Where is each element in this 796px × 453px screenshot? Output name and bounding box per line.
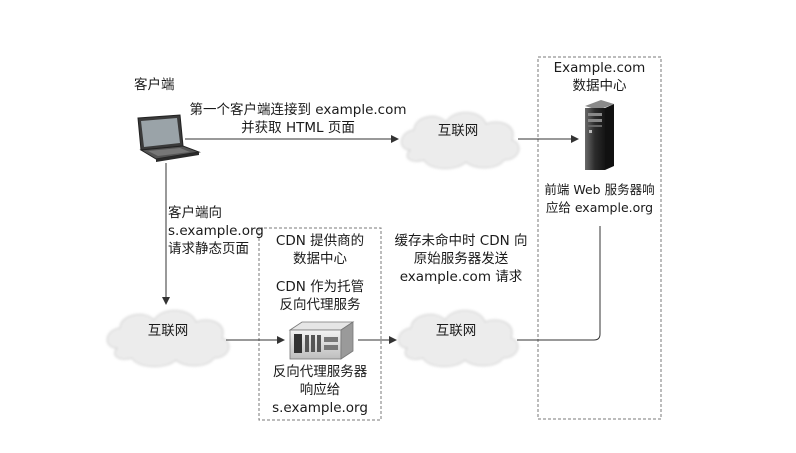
internet-middle-label: 互联网 xyxy=(435,323,477,339)
laptop-icon xyxy=(137,114,201,162)
cdn-datacenter-title-line1: CDN 提供商的 xyxy=(275,233,365,249)
client-to-cdn-line3: 请求静态页面 xyxy=(168,241,249,257)
direct-request-label: 第一个客户端连接到 example.com 并获取 HTML 页面 xyxy=(186,101,410,137)
cdn-response-label: 反向代理服务器 响应给 s.example.org xyxy=(260,363,380,417)
cloud-icon-middle xyxy=(398,310,519,367)
direct-request-line2: 并获取 HTML 页面 xyxy=(241,120,355,136)
cache-miss-line2: 原始服务器发送 xyxy=(413,251,509,267)
client-to-cdn-line2: s.example.org xyxy=(168,223,264,239)
web-server-tower-icon xyxy=(585,100,614,170)
origin-server-line2: 应给 example.org xyxy=(545,200,654,215)
cdn-response-line2: 响应给 xyxy=(299,382,341,398)
cdn-datacenter-box xyxy=(258,227,382,421)
origin-datacenter-title-line1: Example.com xyxy=(553,60,646,76)
client-to-cdn-line1: 客户端向 xyxy=(168,205,222,221)
internet-left-label: 互联网 xyxy=(147,323,189,339)
cdn-response-line3: s.example.org xyxy=(272,400,368,416)
cdn-role-line1: CDN 作为托管 xyxy=(275,279,365,295)
cloud-icon-left xyxy=(106,310,230,367)
cdn-response-line1: 反向代理服务器 xyxy=(272,364,368,380)
cache-miss-label: 缓存未命中时 CDN 向 原始服务器发送 example.com 请求 xyxy=(388,232,534,286)
cdn-datacenter-title-line2: 数据中心 xyxy=(293,251,347,267)
origin-server-line1: 前端 Web 服务器响 xyxy=(544,182,655,197)
cache-miss-line1: 缓存未命中时 CDN 向 xyxy=(394,233,528,249)
reverse-proxy-server-icon xyxy=(288,321,355,360)
cloud-icon-top xyxy=(401,112,520,169)
cache-miss-line3: example.com 请求 xyxy=(399,269,523,285)
direct-request-line1: 第一个客户端连接到 example.com xyxy=(189,102,407,118)
origin-datacenter-title: Example.com 数据中心 xyxy=(539,59,660,95)
client-label: 客户端 xyxy=(134,77,175,93)
origin-server-label: 前端 Web 服务器响 应给 example.org xyxy=(539,181,660,217)
origin-datacenter-box xyxy=(537,56,662,420)
internet-top-label: 互联网 xyxy=(437,123,479,139)
cdn-role-line2: 反向代理服务 xyxy=(279,297,361,313)
client-to-cdn-label: 客户端向 s.example.org 请求静态页面 xyxy=(168,204,264,258)
cdn-datacenter-title: CDN 提供商的 数据中心 xyxy=(260,232,380,268)
origin-datacenter-title-line2: 数据中心 xyxy=(572,78,627,94)
connector-internet-to-origin xyxy=(517,226,601,341)
cdn-role-label: CDN 作为托管 反向代理服务 xyxy=(260,278,380,314)
